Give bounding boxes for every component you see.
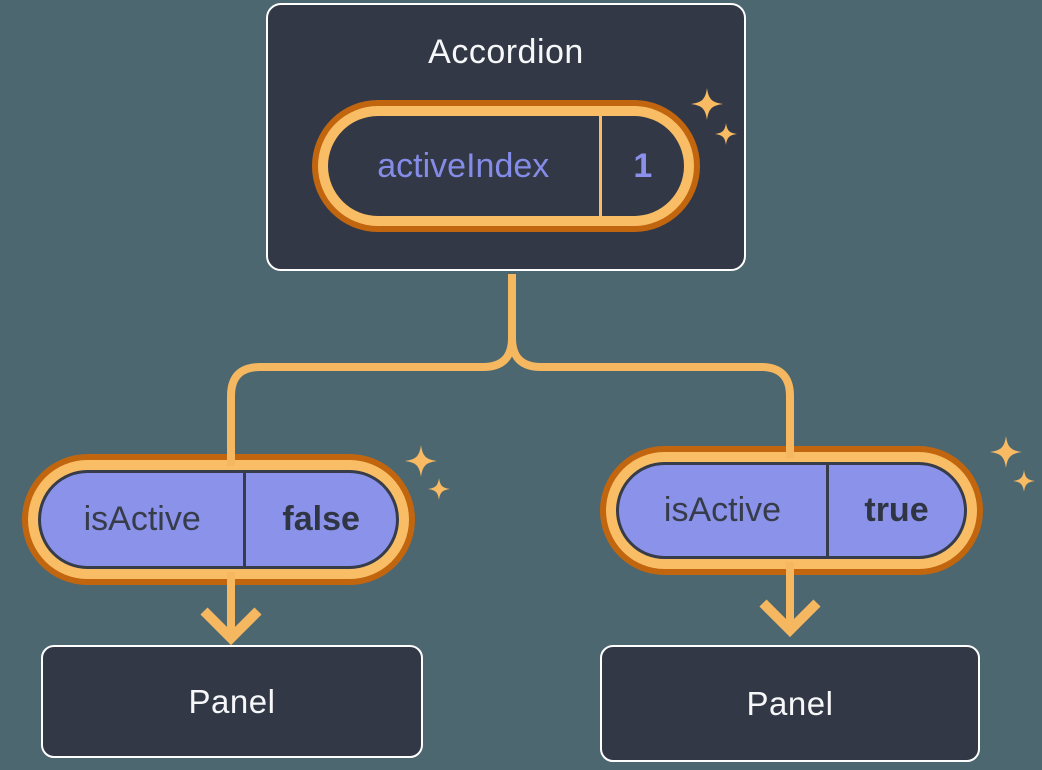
state-pill-ring-outer: activeIndex 1 [312, 100, 700, 232]
prop-pill-right-ring-inner: isActive true [606, 452, 977, 569]
accordion-title: Accordion [428, 33, 584, 71]
prop-pill-right-core: isActive true [616, 462, 967, 559]
prop-pill-right: isActive true [600, 446, 983, 575]
prop-pill-left-ring-inner: isActive false [28, 460, 409, 579]
state-pill: activeIndex 1 [312, 100, 700, 232]
prop-pill-left-value: false [282, 500, 360, 538]
state-pill-label: activeIndex [377, 146, 550, 185]
prop-pill-right-label: isActive [663, 491, 782, 529]
prop-pill-left-ring-outer: isActive false [22, 454, 415, 585]
tree-connector-right [508, 337, 794, 458]
arrow-right-head [759, 599, 821, 638]
state-pill-divider [598, 116, 602, 216]
state-pill-ring-inner: activeIndex 1 [318, 106, 694, 226]
prop-pill-left: isActive false [22, 454, 415, 585]
panel-box-left: Panel [41, 645, 423, 758]
panel-left-label: Panel [188, 682, 276, 720]
sparkle-icon [1013, 470, 1035, 492]
arrow-left-head [200, 607, 262, 646]
panel-right-label: Panel [746, 684, 834, 722]
state-pill-core: activeIndex 1 [328, 116, 684, 216]
sparkle-icon [990, 436, 1022, 468]
panel-box-right: Panel [600, 645, 980, 762]
sparkle-icon [428, 478, 450, 500]
prop-pill-right-value: true [864, 491, 929, 529]
prop-pill-left-label: isActive [83, 500, 201, 538]
prop-pill-left-divider [243, 473, 247, 566]
prop-pill-left-core: isActive false [38, 470, 399, 569]
prop-pill-right-ring-outer: isActive true [600, 446, 983, 575]
prop-pill-right-divider [826, 465, 829, 556]
state-pill-value: 1 [633, 146, 653, 185]
tree-connector-left [227, 337, 516, 466]
